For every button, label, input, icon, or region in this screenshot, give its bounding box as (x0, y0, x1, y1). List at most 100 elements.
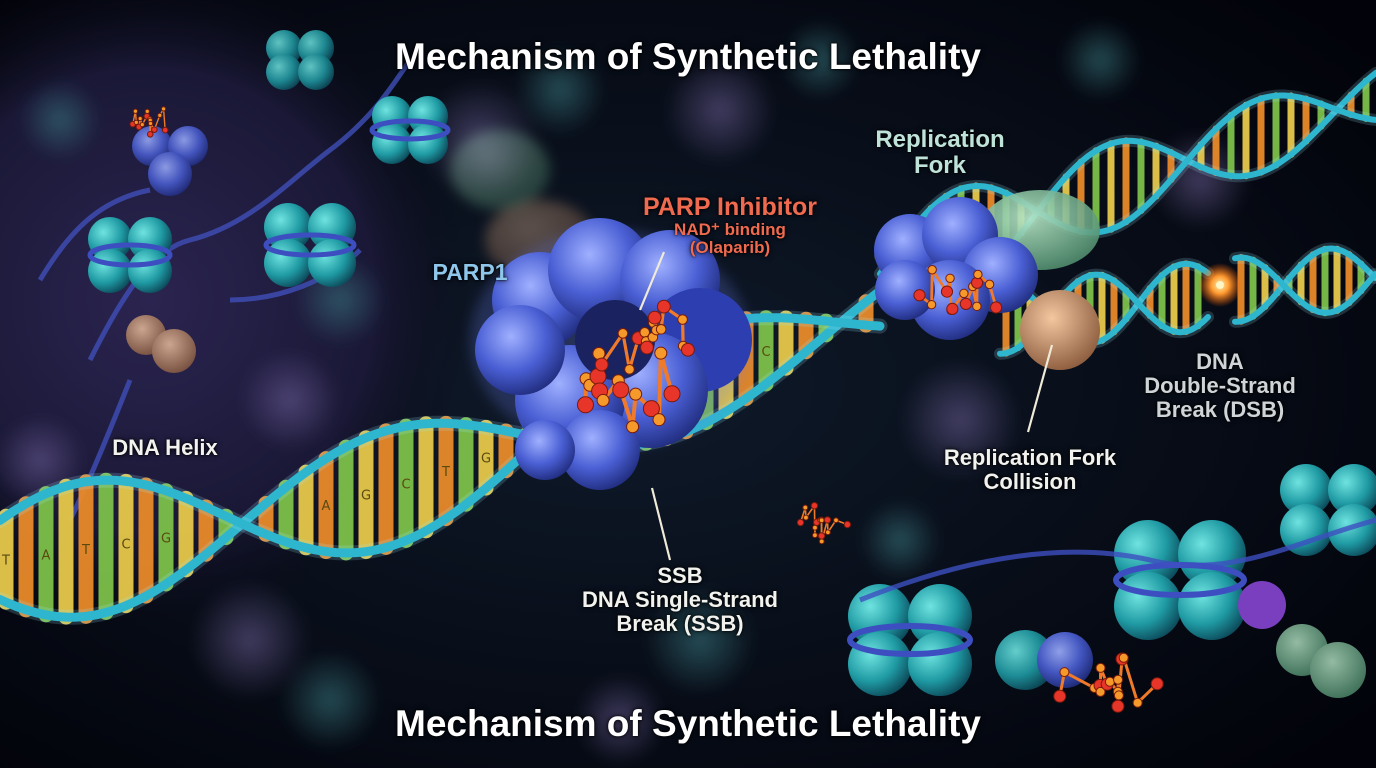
molecule-bond (621, 333, 632, 370)
molecule-atom (959, 288, 969, 299)
molecule-atom (146, 130, 154, 138)
label-parp-inhibitor: PARP Inhibitor NAD⁺ binding (Olaparib) (642, 193, 818, 258)
base-letter: G (361, 489, 371, 504)
base-letter: G (161, 531, 171, 546)
molecule-atom (802, 504, 809, 511)
label-dsb: DNA Double-Strand Break (DSB) (1144, 349, 1296, 422)
molecule-atom (133, 119, 139, 125)
molecule-bond (1063, 670, 1096, 690)
molecule-atom (913, 289, 926, 302)
title-bottom: Mechanism of Synthetic Lethality (395, 703, 981, 744)
base-letter: A (322, 499, 331, 514)
molecule-atom (1132, 697, 1143, 708)
base-letter: T (81, 543, 90, 558)
base-letter: A (42, 548, 51, 563)
molecule-atom (810, 502, 819, 510)
molecule-atom (677, 314, 688, 325)
nucleosomes (87, 30, 1376, 698)
molecule-atom (818, 538, 825, 545)
molecule-atom (576, 396, 594, 414)
molecule-atom (1111, 699, 1125, 713)
molecule-atom (927, 265, 937, 275)
molecule-atom (596, 393, 610, 407)
molecule-atom (624, 364, 635, 375)
molecule-atom (796, 518, 805, 527)
label-parp1: PARP1 (432, 259, 508, 285)
molecule-atom (926, 299, 937, 310)
molecule-atom (1118, 652, 1129, 663)
molecule-atom (1053, 689, 1067, 703)
molecule-atom (946, 302, 959, 315)
molecule-bond (930, 269, 934, 305)
base-letter: T (441, 465, 450, 480)
molecule-atom (157, 112, 163, 118)
molecule-bond (1122, 657, 1140, 704)
molecule-atom (612, 381, 630, 399)
molecule-atom (1095, 686, 1106, 697)
molecule-atom (132, 108, 139, 114)
molecule-atom (1095, 662, 1106, 673)
molecule-atom (642, 400, 660, 418)
title-top: Mechanism of Synthetic Lethality (395, 36, 981, 77)
molecule-atom (139, 122, 145, 128)
molecule-atom (833, 517, 839, 524)
molecule-atom (959, 297, 973, 310)
molecule-atom (989, 301, 1003, 314)
molecule-atom (940, 285, 954, 298)
molecule-atom (812, 524, 818, 531)
leader-lines (638, 251, 1054, 561)
molecule-atom (629, 387, 643, 401)
molecule-atom (680, 342, 695, 357)
molecule-atom (626, 420, 640, 434)
molecule-atom (1113, 690, 1124, 701)
base-letter: C (121, 537, 130, 552)
molecule-atom (817, 532, 826, 540)
molecule-bond (162, 108, 166, 131)
molecule-atom (1150, 677, 1164, 691)
base-letter: G (481, 452, 491, 467)
molecule-atom (592, 347, 606, 361)
molecule-atom (1059, 667, 1070, 678)
label-replication-fork: Replication Fork (875, 126, 1005, 179)
molecule-atom (160, 106, 167, 112)
molecule-atom (656, 299, 671, 314)
molecule-atom (161, 126, 169, 134)
molecule-atom (144, 108, 150, 114)
molecule-atom (151, 126, 158, 133)
backbone-strand (877, 92, 1376, 277)
molecule-atom (825, 529, 831, 536)
label-dna-helix: DNA Helix (112, 435, 218, 460)
label-fork-collision: Replication Fork Collision (943, 445, 1117, 494)
molecule-atom (843, 520, 852, 529)
molecule-atom (652, 413, 666, 427)
molecule-atom (147, 120, 154, 127)
replication-fork-protein (874, 190, 1100, 370)
backbone-strand (1232, 254, 1376, 316)
molecule-atom (803, 514, 809, 521)
molecule-atom (1104, 676, 1115, 687)
molecule-atom (945, 273, 955, 283)
molecule-atom (655, 324, 667, 335)
molecule-atom (1113, 674, 1124, 685)
backbone-strand (1232, 245, 1376, 325)
molecule-atom (594, 357, 609, 372)
molecule-atom (972, 301, 982, 312)
base-letter: C (401, 477, 410, 492)
parp-inhibitor-molecules (129, 106, 1164, 713)
molecule-atom (654, 346, 668, 360)
molecule-atom (812, 532, 818, 539)
base-letter: T (1, 553, 10, 568)
molecule-atom (984, 279, 995, 290)
molecule-atom (818, 517, 825, 524)
molecule-atom (823, 516, 832, 524)
molecule-atom (647, 310, 662, 325)
molecule-atom (973, 269, 983, 280)
molecule-atom (617, 328, 629, 339)
base-letter: C (761, 345, 770, 360)
backbone-strand (0, 286, 885, 622)
molecule-atom (663, 385, 681, 403)
molecule-atom (640, 340, 654, 355)
molecule-atom (137, 115, 143, 122)
